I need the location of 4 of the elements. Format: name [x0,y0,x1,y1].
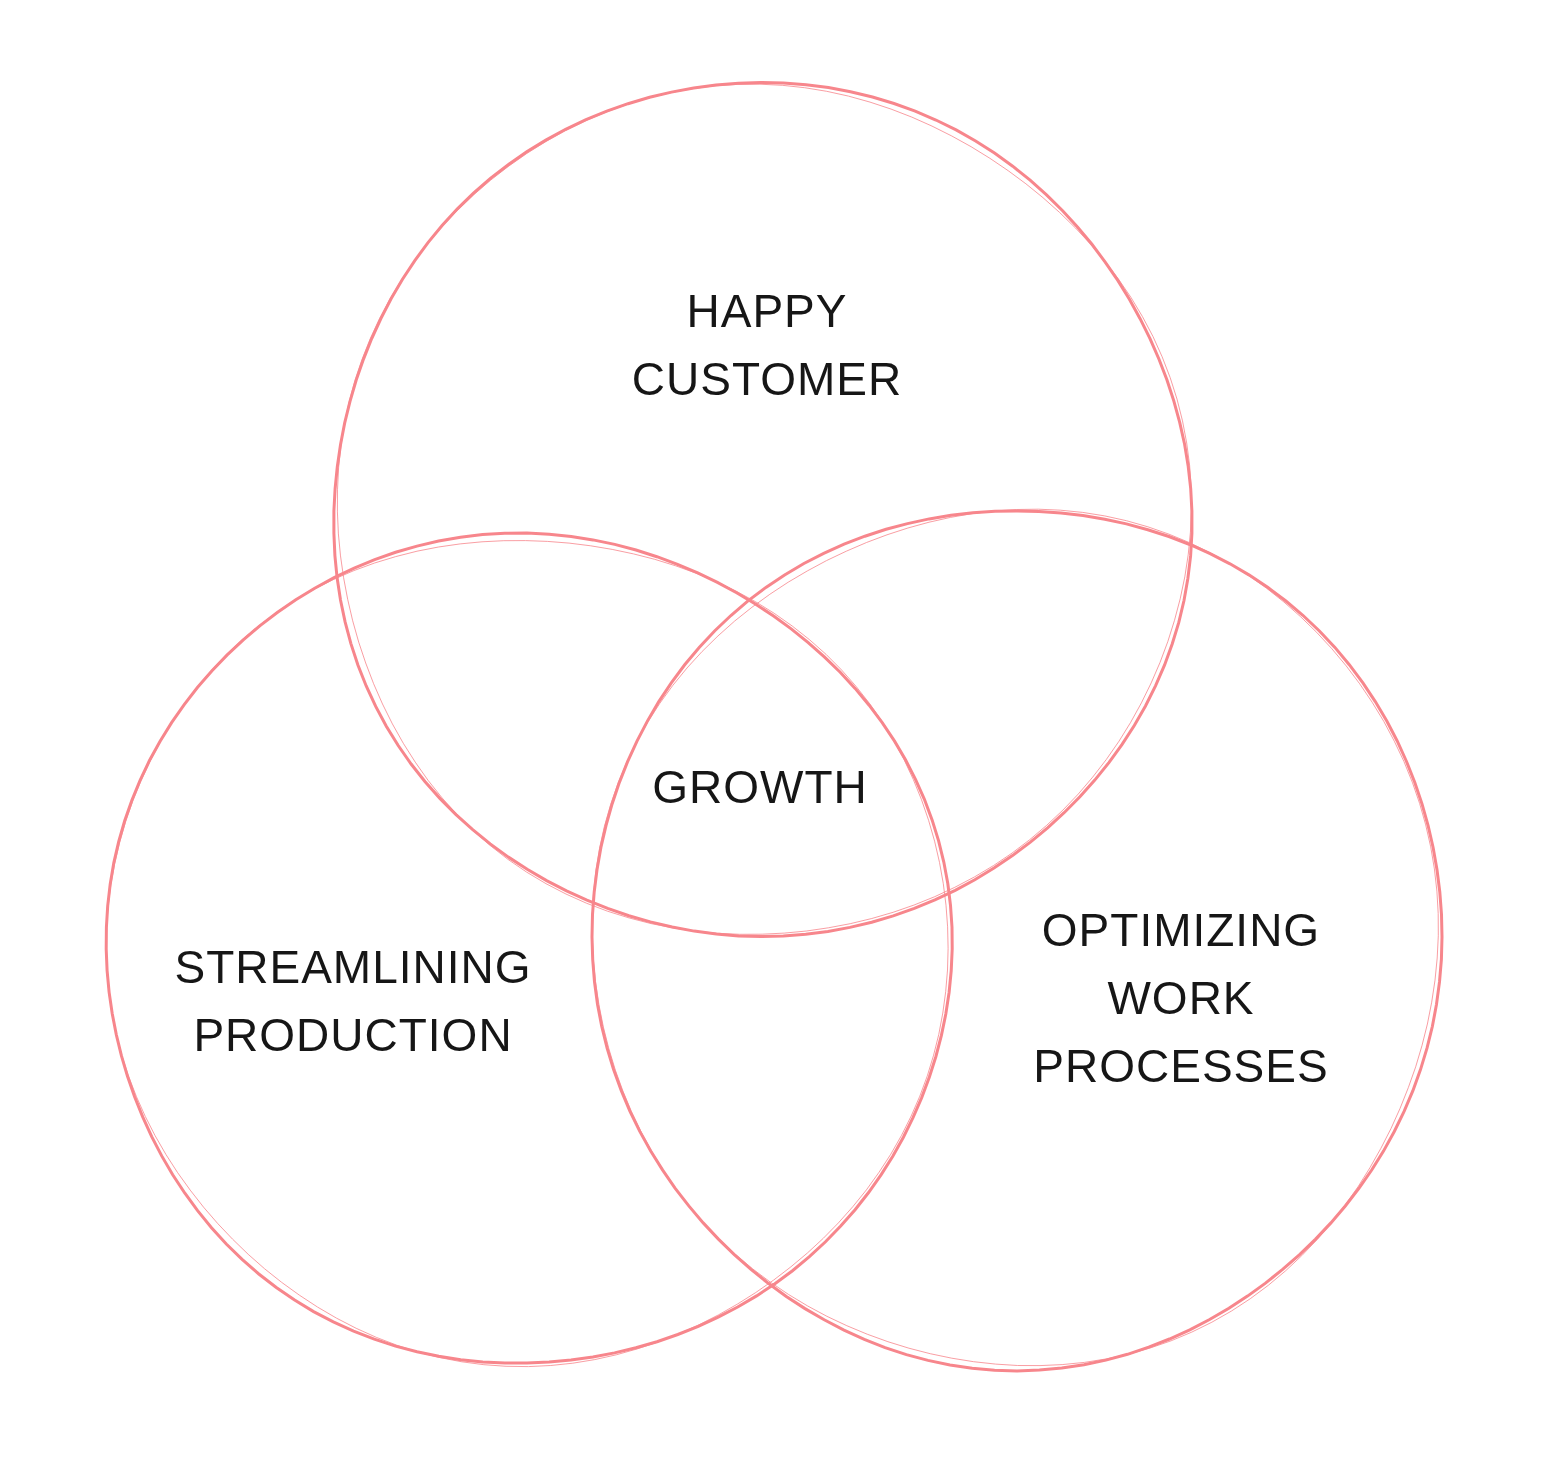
circle-label: OPTIMIZING WORK PROCESSES [1033,903,1329,1094]
intersection-label: GROWTH [652,760,868,815]
circle-label: HAPPY CUSTOMER [631,284,903,407]
circle-label: STREAMLINING PRODUCTION [174,940,532,1063]
